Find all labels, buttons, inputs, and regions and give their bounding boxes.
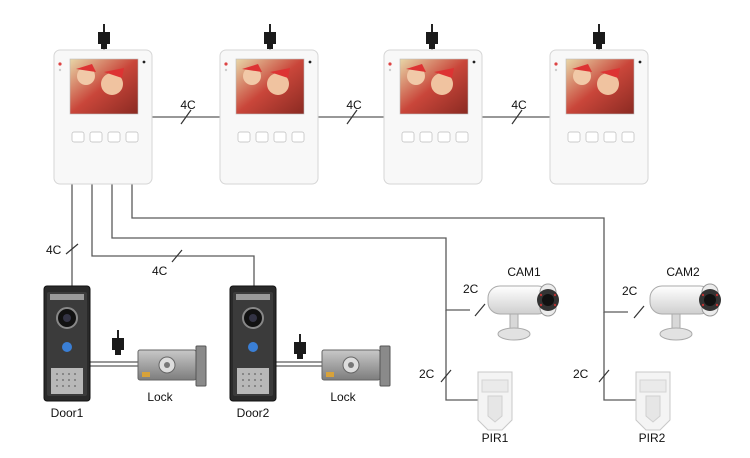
pir2-label: PIR2 <box>638 431 666 445</box>
door1-link-label: 4C <box>46 243 62 257</box>
door2-label: Door2 <box>236 406 270 420</box>
monitor-1 <box>53 49 153 185</box>
pir1-label: PIR1 <box>481 431 509 445</box>
lock2-label: Lock <box>330 390 356 404</box>
monitor-4 <box>549 49 649 185</box>
lock-2 <box>321 345 391 387</box>
wire-ticks <box>65 109 645 383</box>
pir2-link-label: 2C <box>573 367 589 381</box>
door1-label: Door1 <box>50 406 84 420</box>
monitor-link-3-label: 4C <box>511 98 527 112</box>
monitor-2 <box>219 49 319 185</box>
monitor-link-1-label: 4C <box>180 98 196 112</box>
pir1-sensor <box>477 371 513 431</box>
cam2-camera <box>649 283 722 341</box>
monitor-3 <box>383 49 483 185</box>
power-adapter-icon <box>111 329 125 356</box>
pir2-sensor <box>635 371 671 431</box>
door2-camera <box>229 285 277 402</box>
power-adapter-icon <box>263 23 277 50</box>
power-adapter-icon <box>592 23 606 50</box>
cam2-label: CAM2 <box>666 265 700 279</box>
door2-link-label: 4C <box>152 264 168 278</box>
cam2-link-label: 2C <box>622 284 638 298</box>
lock1-label: Lock <box>147 390 173 404</box>
wires <box>71 46 636 401</box>
pir1-link-label: 2C <box>419 367 435 381</box>
cam1-label: CAM1 <box>507 265 541 279</box>
power-adapter-icon <box>425 23 439 50</box>
cam1-link-label: 2C <box>463 282 479 296</box>
door1-camera <box>43 285 91 402</box>
cam1-camera <box>487 283 560 341</box>
monitor-link-2-label: 4C <box>346 98 362 112</box>
power-adapter-icon <box>97 23 111 50</box>
lock-1 <box>137 345 207 387</box>
power-adapter-icon <box>293 333 307 360</box>
